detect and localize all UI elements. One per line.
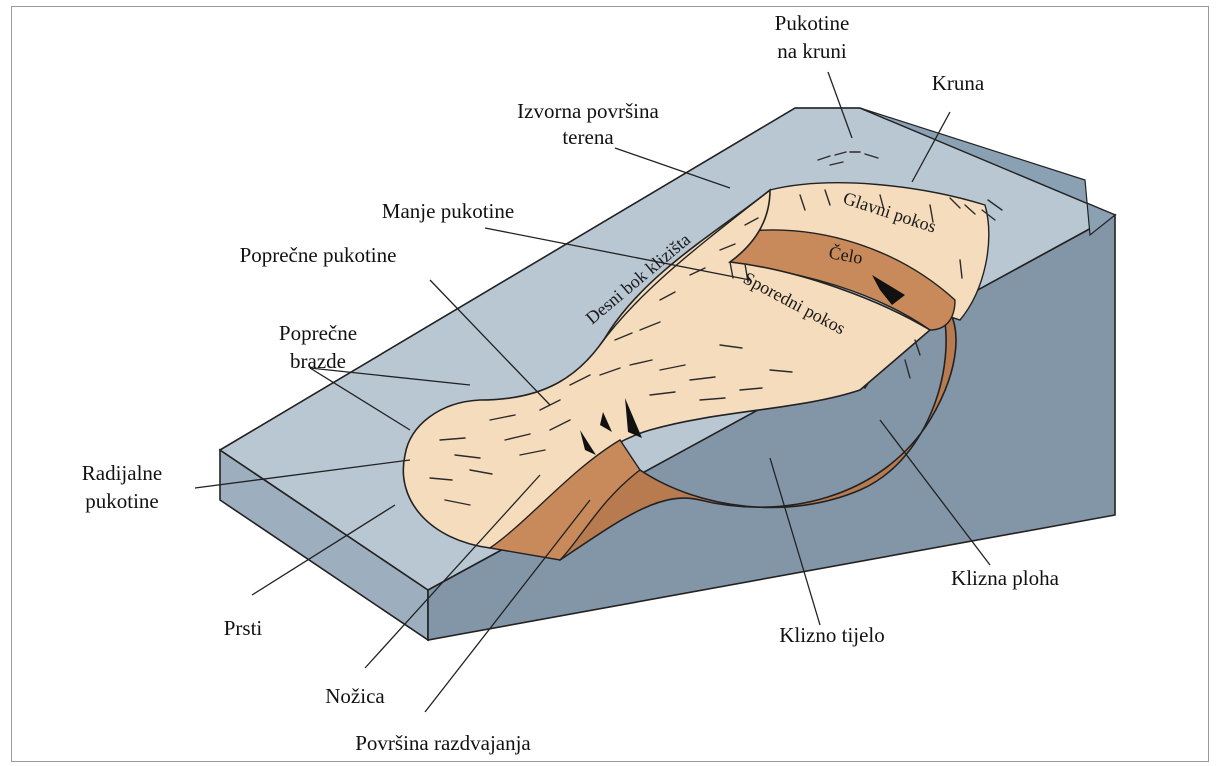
label-klizno-tijelo: Klizno tijelo: [779, 623, 885, 647]
label-poprecne-pukotine: Poprečne pukotine: [240, 243, 397, 267]
label-prsti: Prsti: [224, 616, 263, 640]
label-kruna: Kruna: [932, 71, 985, 95]
label-povrsina-razdvajanja: Površina razdvajanja: [355, 731, 531, 755]
label-manje-pukotine: Manje pukotine: [382, 199, 514, 223]
label-poprecne-brazde-2: brazde: [290, 349, 346, 373]
label-radijalne-2: pukotine: [85, 489, 159, 513]
label-radijalne-1: Radijalne: [82, 461, 162, 485]
label-pukotine-na-kruni-1: Pukotine: [775, 11, 850, 35]
label-klizna-ploha: Klizna ploha: [951, 566, 1060, 590]
label-poprecne-brazde-1: Poprečne: [279, 321, 357, 345]
label-nozica: Nožica: [325, 684, 385, 708]
label-pukotine-na-kruni-2: na kruni: [777, 39, 847, 63]
label-izvorna-2: terena: [562, 125, 614, 149]
label-izvorna-1: Izvorna površina: [517, 99, 659, 123]
